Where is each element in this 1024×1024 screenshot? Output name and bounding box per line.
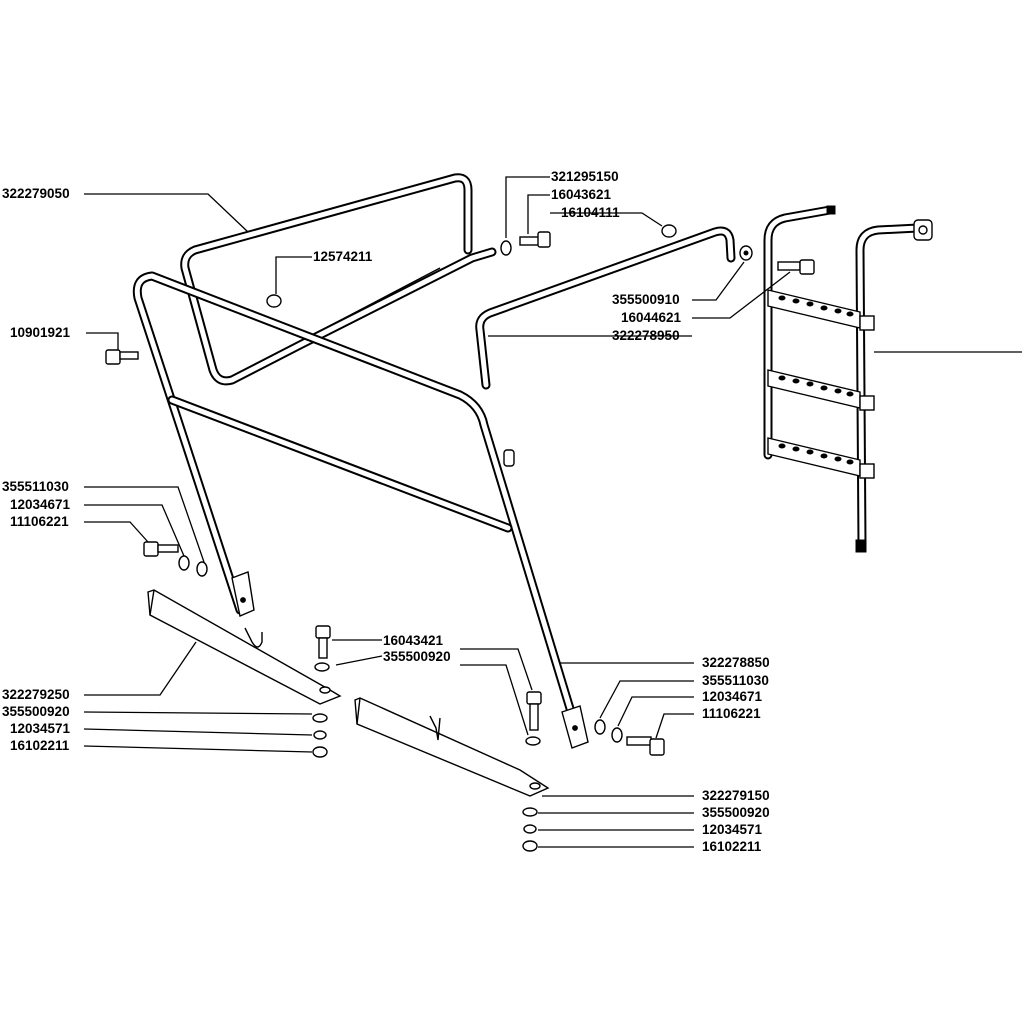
label-16102211-right: 16102211 xyxy=(702,839,762,854)
label-16043421: 16043421 xyxy=(383,633,444,648)
label-321295150: 321295150 xyxy=(551,169,619,184)
label-322279050: 322279050 xyxy=(2,186,70,201)
label-16044621: 16044621 xyxy=(621,310,682,325)
ladder xyxy=(763,205,933,553)
hardware xyxy=(105,224,815,852)
label-322279150: 322279150 xyxy=(702,788,770,803)
label-12034671-right: 12034671 xyxy=(702,689,763,704)
label-12034571-left: 12034571 xyxy=(10,721,71,736)
label-355511030-right: 355511030 xyxy=(702,673,769,688)
label-11106221-left: 11106221 xyxy=(10,514,69,529)
label-12034671-left: 12034671 xyxy=(10,497,71,512)
label-355500920-right: 355500920 xyxy=(702,805,770,820)
label-355511030-left: 355511030 xyxy=(2,479,69,494)
part-labels: 322279050 321295150 16043621 16104111 12… xyxy=(2,169,770,854)
rear-upper-frame xyxy=(180,173,497,386)
right-bracket xyxy=(354,697,550,797)
label-322279250: 322279250 xyxy=(2,687,70,702)
leader-lines xyxy=(83,176,1022,848)
main-front-frame xyxy=(132,271,589,749)
label-11106221-right: 11106221 xyxy=(702,706,761,721)
label-322278850: 322278850 xyxy=(702,655,770,670)
label-16102211-left: 16102211 xyxy=(10,738,70,753)
label-355500920-left: 355500920 xyxy=(2,704,70,719)
label-10901921: 10901921 xyxy=(10,325,71,340)
label-355500920-center: 355500920 xyxy=(383,649,451,664)
side-tube xyxy=(475,226,736,390)
label-16043621: 16043621 xyxy=(551,187,612,202)
label-355500910: 355500910 xyxy=(612,292,680,307)
label-12574211: 12574211 xyxy=(313,249,373,264)
label-12034571-right: 12034571 xyxy=(702,822,763,837)
label-322278950: 322278950 xyxy=(612,328,680,343)
left-bracket xyxy=(147,589,342,705)
label-16104111: 16104111 xyxy=(561,205,620,220)
